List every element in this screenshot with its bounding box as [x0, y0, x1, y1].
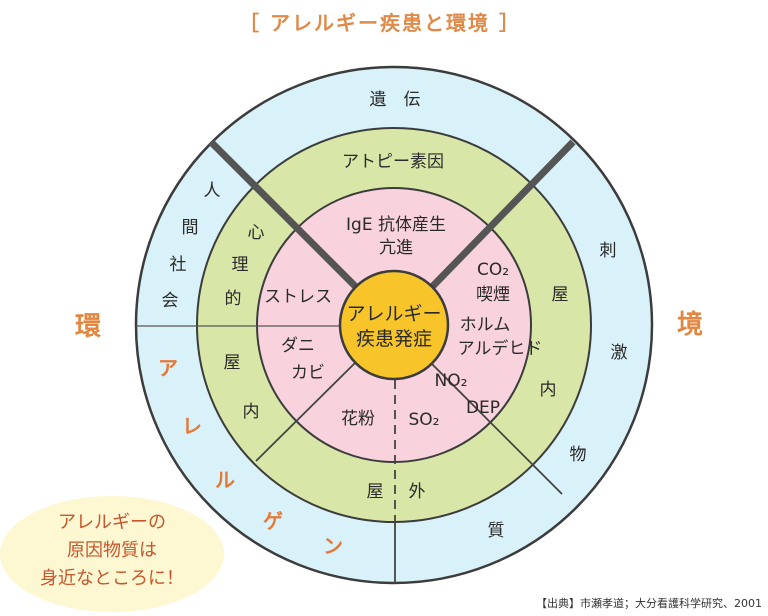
center-allergy-onset — [338, 269, 450, 381]
center-label-line1: アレルギー — [346, 303, 441, 325]
pink-label-mold: カビ — [291, 363, 325, 383]
divider-lower-left — [255, 361, 357, 462]
green-label-indoor-right-1: 屋 — [552, 285, 569, 305]
green-label-psych-1: 心 — [248, 223, 265, 243]
pink-label-smoking: 喫煙 — [476, 285, 510, 305]
callout-line-2: 原因物質は — [67, 540, 157, 561]
pink-label-no2: NO₂ — [435, 371, 468, 391]
green-label-indoor-left-1: 屋 — [224, 353, 241, 373]
outer-label-stimulus-2: 激 — [611, 343, 628, 363]
allergen-label-3: ル — [215, 468, 235, 492]
outer-label-heredity: 遺 伝 — [370, 90, 421, 110]
pink-label-pollen: 花粉 — [341, 409, 375, 429]
pink-label-mites: ダニ — [281, 336, 315, 356]
green-label-outdoor-2: 外 — [409, 482, 426, 502]
pink-label-formaldehyde-2: アルデヒド — [458, 338, 543, 359]
green-label-psych-3: 的 — [225, 289, 242, 309]
pink-label-ige-line1: IgE 抗体産生 — [346, 215, 446, 235]
divider-upper-left — [208, 139, 361, 292]
outer-label-human-4: 会 — [162, 291, 179, 311]
outer-label-human-1: 人 — [204, 181, 221, 201]
green-label-atopy: アトピー素因 — [342, 152, 444, 172]
diagram-title: ［ アレルギー疾患と環境 ］ — [239, 11, 521, 35]
divider-lower-right — [427, 359, 563, 495]
green-label-outdoor-1: 屋 — [367, 482, 384, 502]
allergen-label-1: ア — [158, 356, 178, 380]
pink-label-ige-line2: 亢進 — [379, 238, 413, 258]
divider-upper-right — [427, 139, 576, 292]
side-label-left: 環 — [75, 312, 102, 342]
allergen-label-2: レ — [182, 414, 202, 438]
green-label-indoor-left-2: 内 — [243, 402, 260, 422]
callout-line-3: 身近なところに！ — [40, 568, 184, 589]
pink-label-so2: SO₂ — [409, 410, 440, 430]
outer-label-stimulus-3: 物 — [570, 445, 587, 465]
pink-label-dep: DEP — [466, 398, 500, 418]
side-label-right: 境 — [677, 309, 703, 340]
pink-label-stress: ストレス — [264, 287, 332, 307]
pink-label-formaldehyde-1: ホルム — [460, 315, 511, 335]
allergen-label-4: ゲ — [263, 509, 283, 533]
outer-label-human-2: 間 — [182, 218, 199, 238]
callout-bubble — [0, 496, 224, 612]
outer-label-stimulus-4: 質 — [488, 521, 505, 541]
outer-label-human-3: 社 — [170, 255, 187, 275]
outer-label-stimulus-1: 刺 — [600, 241, 617, 261]
callout-line-1: アレルギーの — [58, 512, 166, 533]
green-label-indoor-right-2: 内 — [540, 380, 557, 400]
center-label-line2: 疾患発症 — [356, 328, 432, 350]
allergen-label-5: ン — [323, 534, 343, 558]
source-citation: 【出典】市瀬孝道；大分看護科学研究、2001 — [536, 596, 762, 610]
green-label-psych-2: 理 — [232, 255, 249, 275]
pink-label-co2: CO₂ — [477, 260, 509, 280]
